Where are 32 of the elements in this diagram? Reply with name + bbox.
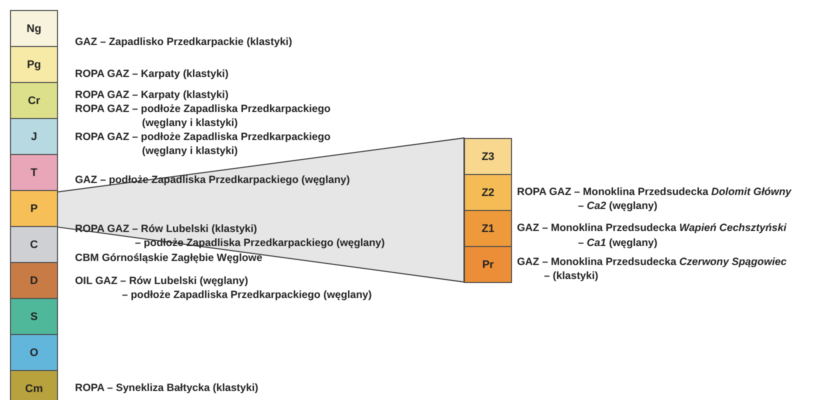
deposit-note: (węglany i klastyki): [142, 117, 238, 130]
deposit-note: ROPA – Synekliza Bałtycka (klastyki): [75, 382, 258, 395]
stratigraphic-unit-box: O: [10, 334, 58, 371]
deposit-note: ROPA GAZ – Karpaty (klastyki): [75, 68, 228, 81]
deposit-note: – (klastyki): [544, 270, 598, 283]
stratigraphic-unit-box: Pg: [10, 46, 58, 83]
deposit-note: (węglany i klastyki): [142, 145, 238, 158]
deposit-note: OIL GAZ – Rów Lubelski (węglany): [75, 275, 248, 288]
deposit-note: ROPA GAZ – podłoże Zapadliska Przedkarpackiego: [75, 103, 331, 116]
stratigraphic-unit-box: P: [10, 190, 58, 227]
stratigraphic-unit-box: J: [10, 118, 58, 155]
stratigraphic-unit-box: Z2: [464, 174, 512, 211]
deposit-note: CBM Górnośląskie Zagłębie Węglowe: [75, 252, 262, 265]
stratigraphic-unit-box: S: [10, 298, 58, 335]
deposit-note: – podłoże Zapadliska Przedkarpackiego (węglany): [122, 289, 372, 302]
deposit-note: ROPA GAZ – podłoże Zapadliska Przedkarpackiego: [75, 131, 331, 144]
stratigraphic-unit-box: Cm: [10, 370, 58, 400]
stratigraphic-unit-box: T: [10, 154, 58, 191]
deposit-note: ROPA GAZ – Monoklina Przedsudecka Dolomit Główny: [517, 186, 792, 199]
deposit-note: GAZ – Monoklina Przedsudecka Wapień Cechsztyński: [517, 222, 786, 235]
stratigraphic-unit-box: Z3: [464, 138, 512, 175]
stratigraphic-unit-box: Ng: [10, 10, 58, 47]
stratigraphic-unit-box: D: [10, 262, 58, 299]
deposit-note: – Ca1 (węglany): [578, 237, 658, 250]
stratigraphic-unit-box: Z1: [464, 210, 512, 247]
deposit-note: GAZ – Monoklina Przedsudecka Czerwony Spągowiec: [517, 256, 787, 269]
stratigraphic-unit-box: Pr: [464, 246, 512, 283]
stratigraphic-unit-box: Cr: [10, 82, 58, 119]
deposit-note: – Ca2 (węglany): [578, 200, 658, 213]
stratigraphic-unit-box: C: [10, 226, 58, 263]
deposit-note: ROPA GAZ – Karpaty (klastyki): [75, 89, 228, 102]
deposit-note: GAZ – Zapadlisko Przedkarpackie (klastyki): [75, 36, 292, 49]
